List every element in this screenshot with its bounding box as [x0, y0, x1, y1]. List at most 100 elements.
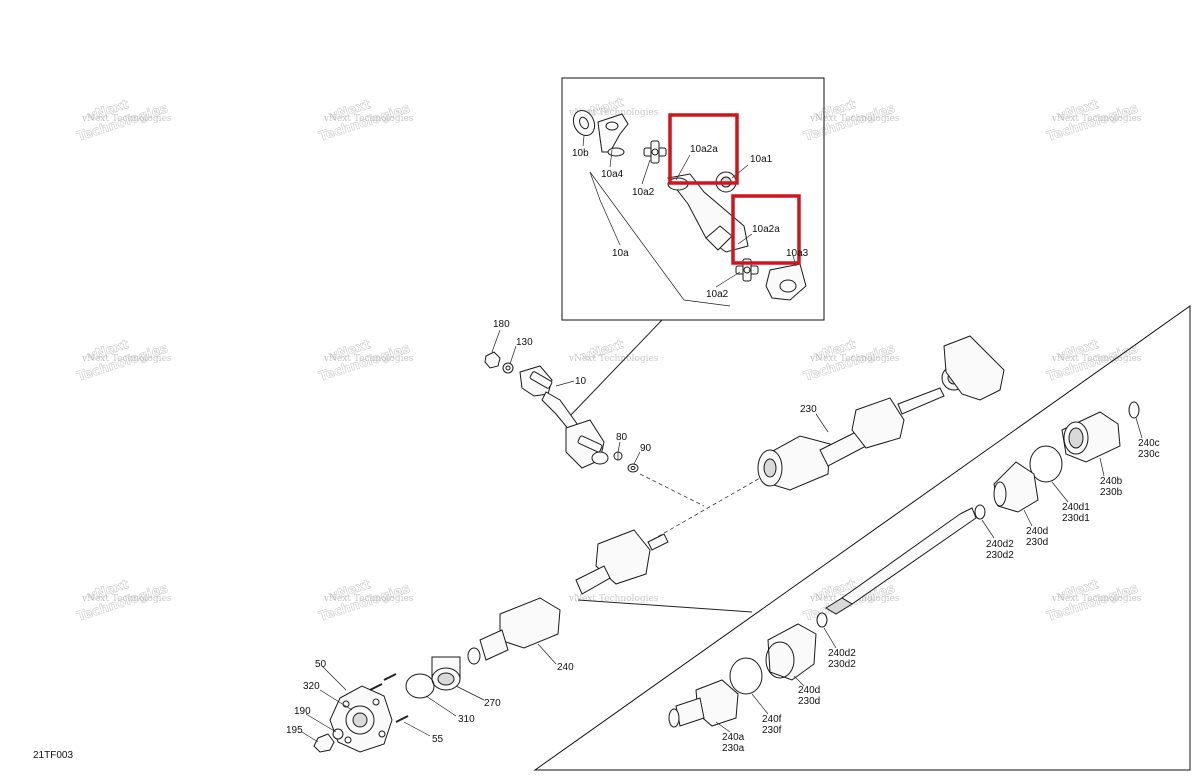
callout-230d: 230d: [1026, 537, 1048, 548]
svg-text:vNext Technologies: vNext Technologies: [809, 114, 900, 124]
callout-230d2: 230d2: [986, 550, 1014, 561]
callout-230c: 230c: [1138, 449, 1160, 460]
callout-10b: 10b: [572, 148, 589, 159]
part-240d-boot-2[interactable]: [765, 623, 817, 681]
callout-10a4: 10a4: [601, 169, 624, 180]
figure-code: 21TF003: [33, 750, 73, 761]
callout-240a: 240a: [722, 732, 745, 743]
part-10b-flange[interactable]: [569, 107, 598, 139]
part-240-drive-axle[interactable]: [467, 529, 669, 665]
part-230-drive-axle[interactable]: [757, 335, 1005, 491]
callout-10: 10: [575, 376, 587, 387]
callout-50: 50: [315, 659, 327, 670]
callout-230: 230: [800, 404, 817, 415]
callout-190: 190: [294, 706, 311, 717]
svg-text:vNext Technologies: vNext Technologies: [568, 594, 659, 604]
part-240f-clamp[interactable]: [729, 657, 763, 695]
part-10a3-yoke[interactable]: [765, 263, 807, 301]
callout-230b: 230b: [1100, 487, 1123, 498]
part-240b-cv-housing[interactable]: [1061, 411, 1121, 463]
part-195-nut[interactable]: [313, 733, 335, 753]
detail-triangle: 240c 230c 240b 230b 240d1 230d1 240d 230…: [533, 305, 1191, 771]
callout-230d2-b: 230d2: [828, 659, 856, 670]
svg-text:vNext Technologies: vNext Technologies: [1051, 354, 1142, 364]
svg-text:vNext Technologies: vNext Technologies: [1051, 594, 1142, 604]
callout-10a: 10a: [612, 248, 629, 259]
highlight-box-10a2a-bottom[interactable]: [731, 194, 801, 265]
part-240c-clip[interactable]: [1128, 401, 1140, 419]
detail-connector-line: [577, 599, 753, 613]
part-180-nut[interactable]: [484, 351, 501, 369]
axis-line-upper: [639, 473, 705, 507]
svg-text:vNext Technologies: vNext Technologies: [568, 354, 659, 364]
part-10a4-yoke[interactable]: [597, 113, 629, 157]
callout-195: 195: [286, 725, 303, 736]
part-10-prop-shaft[interactable]: [519, 365, 609, 469]
svg-text:vNext Technologies: vNext Technologies: [81, 594, 172, 604]
svg-text:vNext Technologies: vNext Technologies: [809, 354, 900, 364]
callout-55: 55: [432, 734, 444, 745]
part-240a-cv-joint[interactable]: [668, 679, 739, 728]
axis-line-lower: [651, 477, 761, 541]
callout-240d: 240d: [1026, 526, 1048, 537]
callout-240: 240: [557, 662, 574, 673]
part-90-washer[interactable]: [627, 463, 639, 473]
part-240d2-clamp[interactable]: [974, 504, 986, 520]
part-310-retaining-ring[interactable]: [405, 673, 435, 699]
callout-10a2-top: 10a2: [632, 187, 655, 198]
part-55-wheel-stud[interactable]: [395, 715, 409, 723]
callout-310: 310: [458, 714, 475, 725]
main-assembly: 180 130 10 80 90 230 240 270 310 50 320 …: [286, 319, 1005, 753]
part-80-bolt[interactable]: [613, 451, 623, 461]
part-240d2-clamp-2[interactable]: [816, 612, 828, 628]
svg-text:vNext Technologies: vNext Technologies: [323, 354, 414, 364]
part-240d1-clamp[interactable]: [1029, 445, 1063, 483]
part-50-wheel-hub[interactable]: [329, 685, 393, 753]
callout-240d-b: 240d: [798, 685, 820, 696]
part-130-washer[interactable]: [502, 362, 514, 374]
callout-240b: 240b: [1100, 476, 1123, 487]
callout-10a1: 10a1: [750, 154, 773, 165]
inset-frame: [561, 77, 825, 321]
callout-180: 180: [493, 319, 510, 330]
callout-240d1: 240d1: [1062, 502, 1090, 513]
callout-230a: 230a: [722, 743, 745, 754]
callout-240c: 240c: [1138, 438, 1160, 449]
inset-detail-box: 10b 10a4 10a2 10a2a 10a1 10a 10a2a 10a3 …: [561, 77, 825, 321]
svg-text:vNext Technologies: vNext Technologies: [81, 114, 172, 124]
callout-130: 130: [516, 337, 533, 348]
part-190-washer[interactable]: [332, 728, 344, 740]
callout-240d2: 240d2: [986, 539, 1014, 550]
callout-240f: 240f: [762, 714, 782, 725]
highlight-box-10a2a-top[interactable]: [668, 113, 739, 185]
callout-80: 80: [616, 432, 628, 443]
part-240d-boot[interactable]: [993, 461, 1039, 513]
svg-text:vNext Technologies: vNext Technologies: [1051, 114, 1142, 124]
inset-connector-line: [569, 319, 663, 417]
part-10a-shaft[interactable]: [667, 171, 749, 253]
watermark-r3c3: vNext Technologies: [568, 594, 659, 604]
part-axle-inner-shaft[interactable]: [825, 507, 977, 615]
part-10a2-cross-top[interactable]: [643, 140, 667, 164]
part-320-wheel-stud[interactable]: [369, 673, 397, 691]
part-270-bearing[interactable]: [431, 656, 461, 691]
svg-text:vNext Technologies: vNext Technologies: [323, 594, 414, 604]
svg-text:vNext Technologies: vNext Technologies: [323, 114, 414, 124]
callout-230d1: 230d1: [1062, 513, 1090, 524]
svg-text:vNext Technologies: vNext Technologies: [81, 354, 172, 364]
callout-10a2-bottom: 10a2: [706, 289, 729, 300]
callout-230d-b: 230d: [798, 696, 820, 707]
